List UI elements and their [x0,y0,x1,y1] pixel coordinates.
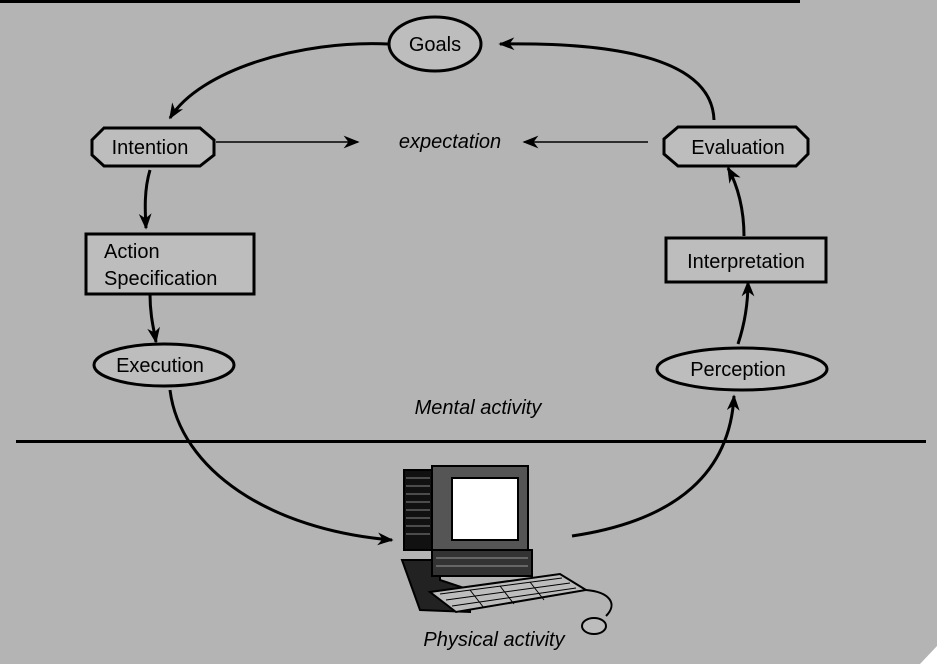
arrow-intention-to-action [138,169,152,230]
computer-mouse-cable [585,589,613,617]
arrow-execution-to-computer [168,389,394,546]
node-action-specification-shape [84,232,256,296]
arrow-perception-to-interpretation [736,280,755,345]
node-interpretation-shape [664,236,828,284]
node-intention-shape [90,126,216,168]
node-perception: Perception [690,359,786,381]
node-action-line1: Action [104,241,160,263]
node-interpretation: Interpretation [687,251,805,273]
node-action-line2: Specification [104,268,217,290]
node-goals-shape [387,15,483,73]
computer-icon [400,465,613,635]
mental-physical-divider [16,440,926,443]
computer-vents [406,477,430,535]
computer-base-stripes [436,557,528,567]
node-evaluation: Evaluation [691,137,784,159]
label-physical-activity: Physical activity [423,629,565,651]
computer-base [431,549,533,577]
arrow-evaluation-to-goals [498,37,716,121]
node-expectation: expectation [399,131,501,153]
arrow-goals-to-intention [168,42,389,120]
node-perception-shape [655,346,829,392]
top-border [0,0,800,3]
computer-mouse [581,617,607,635]
arrow-computer-to-perception [571,394,740,538]
corner-edge [920,646,937,664]
label-mental-activity: Mental activity [415,397,543,419]
node-execution-shape [92,342,236,388]
node-evaluation-shape [662,125,810,168]
connectors [138,37,755,546]
node-intention: Intention [112,137,189,159]
computer-keys [439,577,577,609]
arrow-action-to-execution [147,293,160,344]
computer-screen [451,477,519,541]
node-execution: Execution [116,355,204,377]
arrow-interpretation-to-evaluation [726,166,746,237]
node-goals: Goals [409,34,461,56]
